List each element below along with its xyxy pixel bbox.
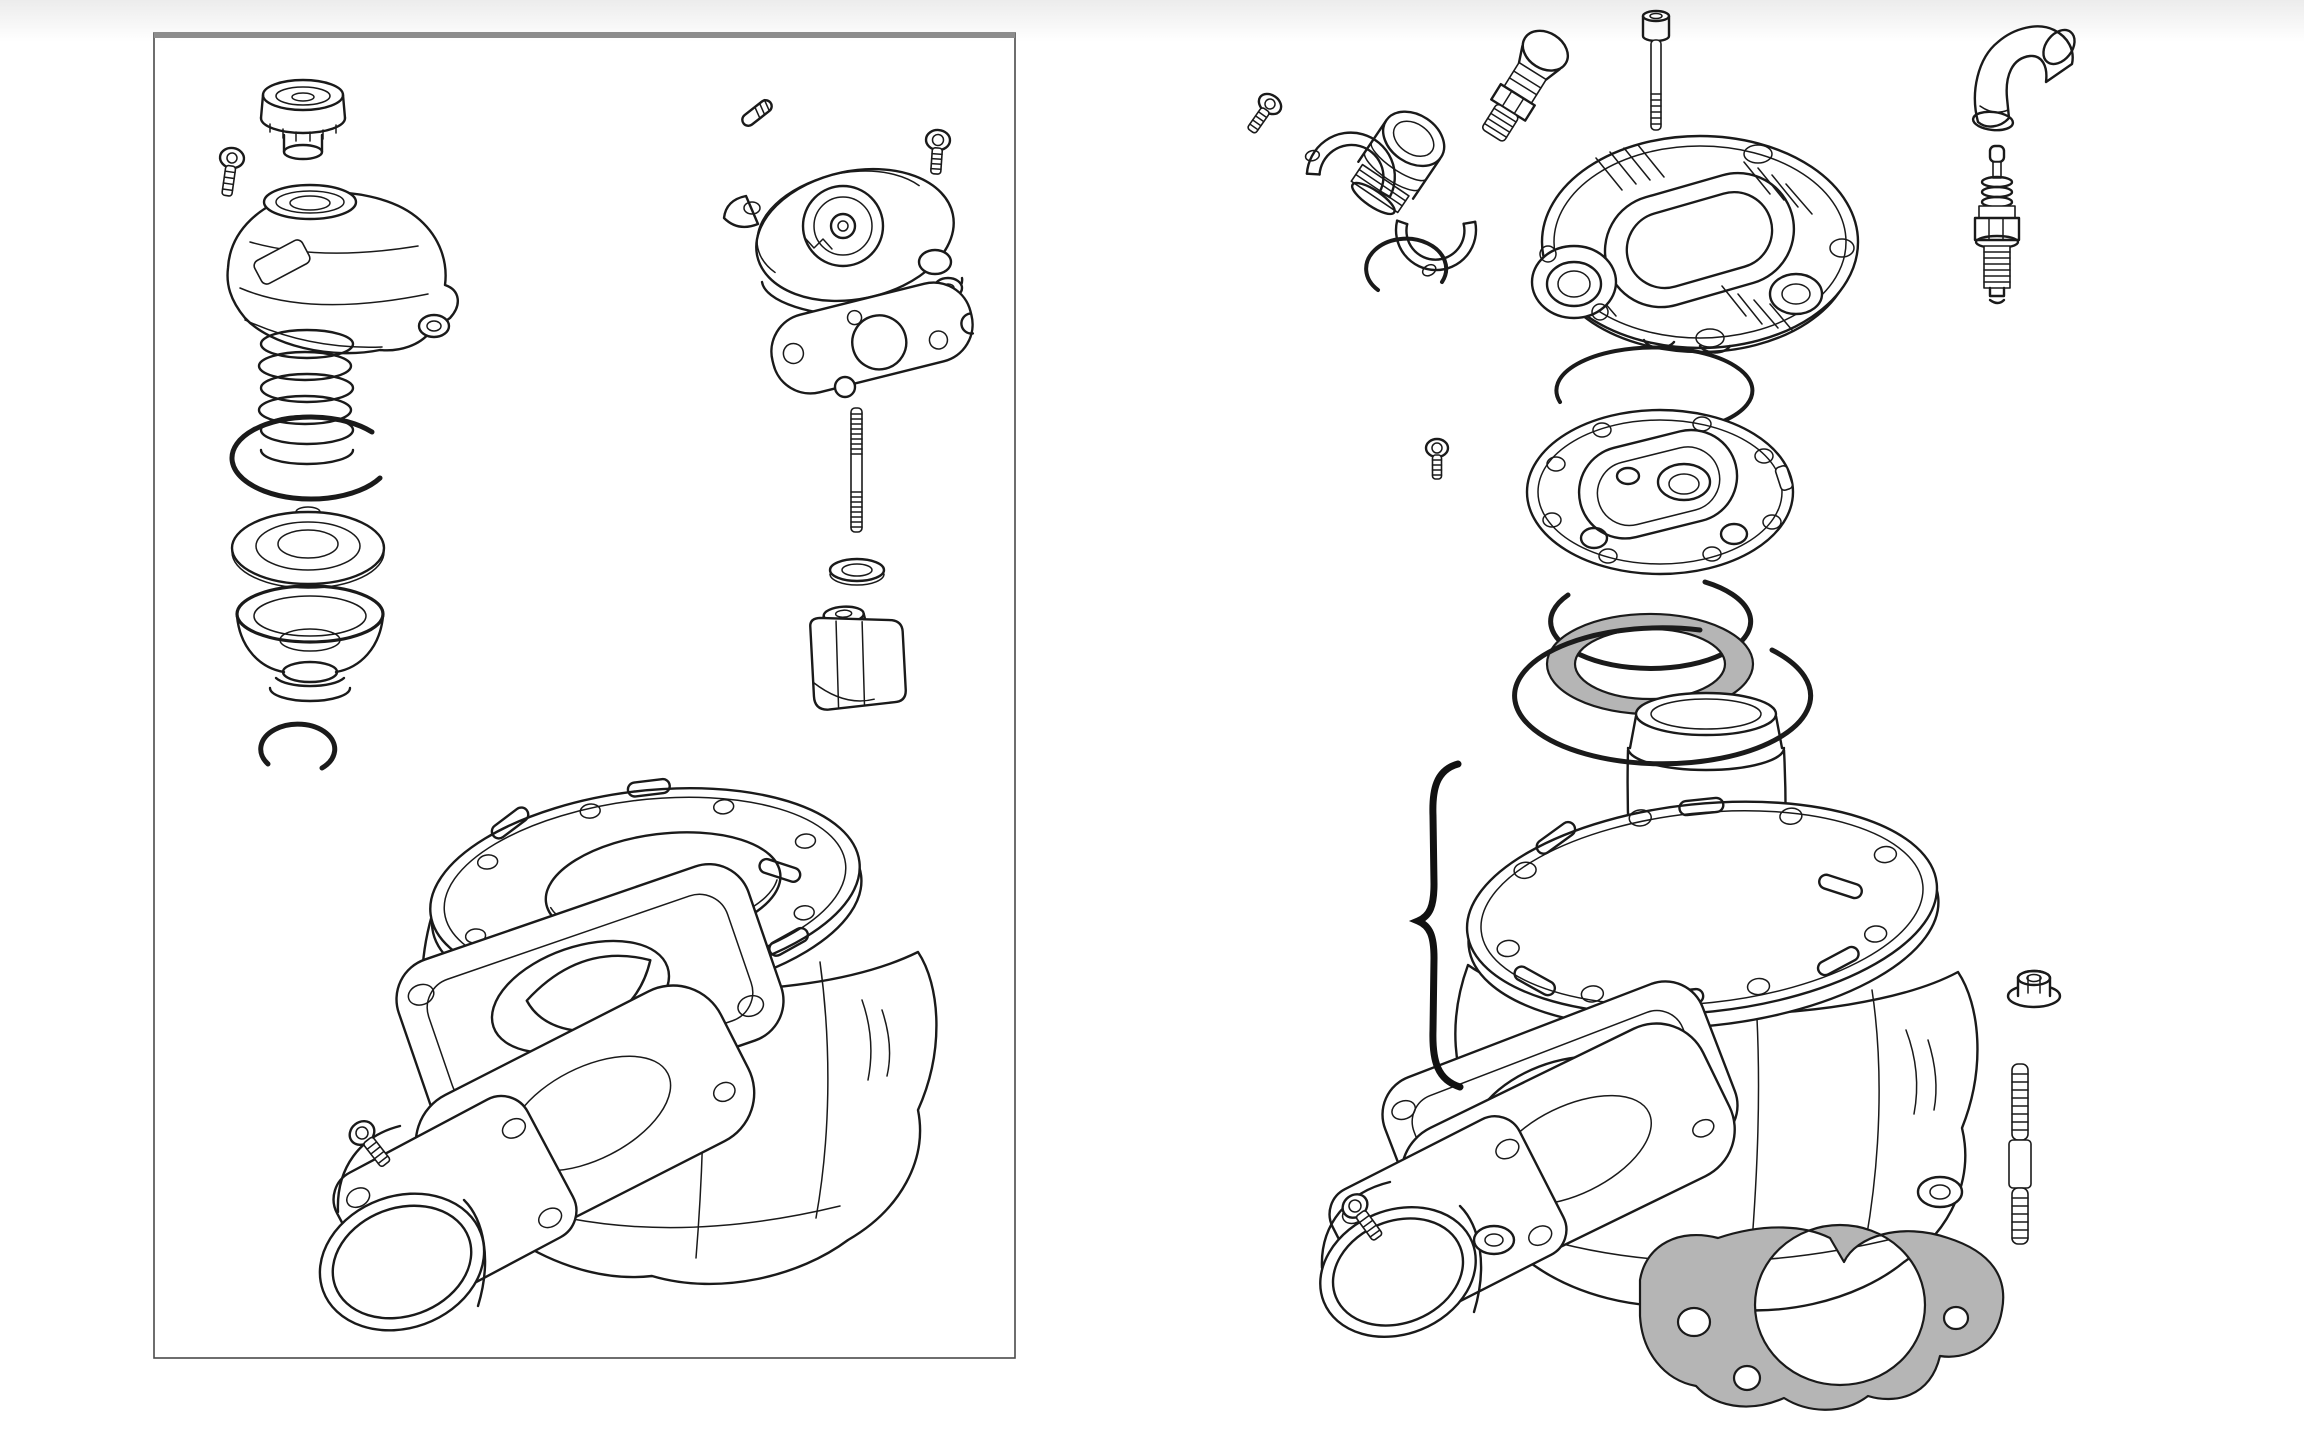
part-32-spring: [257, 328, 355, 466]
part-28-valve-shutter: [809, 605, 907, 711]
part-5-head-insert: [1525, 408, 1795, 576]
part-11-base-gasket: [1638, 1223, 2005, 1411]
part-cylinder-right: [1319, 796, 1979, 1339]
part-cylinder-screw: [348, 1120, 391, 1168]
part-18-oring: [1364, 236, 1449, 292]
part-30-socket-screw: [218, 146, 246, 197]
part-34-diaphragm-disc: [230, 506, 386, 589]
part-4-cylinder-head: [1530, 134, 1860, 354]
part-27-washer: [828, 557, 886, 586]
part-19-retainer-clips: [1304, 131, 1478, 277]
part-15-socket-screw: [1341, 1193, 1383, 1241]
part-39-socket-screw: [1424, 437, 1450, 480]
part-36-oring: [258, 721, 338, 771]
part-9-group-brace: [1408, 760, 1464, 1091]
part-26-threaded-rod: [850, 407, 863, 533]
frame-box: [153, 32, 1016, 1359]
part-24-gasket-plate: [770, 281, 975, 395]
part-17-water-fitting: [1350, 110, 1446, 216]
part-16-sensor-fitting: [1482, 29, 1569, 142]
part-20-socket-screw: [1247, 92, 1283, 134]
part-3-head-bolt: [1641, 9, 1671, 131]
part-2-spark-plug: [1973, 144, 2021, 305]
part-7-piston-ring: [1548, 579, 1754, 671]
part-23-pin: [741, 98, 773, 127]
part-29-adjuster-knob: [259, 78, 347, 161]
part-12-flange-nut: [2006, 969, 2062, 1009]
part-37-socket-screw: [924, 128, 952, 175]
part-33-oring: [229, 414, 383, 502]
part-1-spark-plug-cap: [1971, 25, 2076, 132]
part-8-oring-large: [1512, 625, 1814, 767]
part-13-stud: [2008, 1063, 2032, 1245]
part-38-cylinder-left: [318, 777, 938, 1332]
part-35-cup: [235, 584, 385, 703]
part-25-ball: [833, 375, 857, 399]
